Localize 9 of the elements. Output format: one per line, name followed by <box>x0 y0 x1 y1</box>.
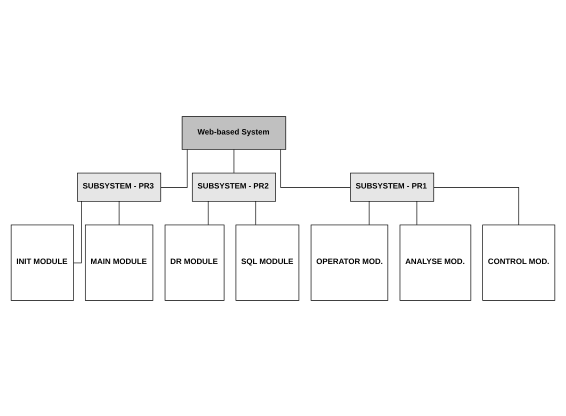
connector <box>118 200 120 224</box>
connector <box>208 200 209 224</box>
connector <box>416 200 418 224</box>
connector <box>280 148 351 188</box>
connector <box>368 200 370 224</box>
connector <box>434 186 520 225</box>
connector <box>160 148 188 188</box>
connector <box>255 200 256 224</box>
connector <box>73 200 82 263</box>
